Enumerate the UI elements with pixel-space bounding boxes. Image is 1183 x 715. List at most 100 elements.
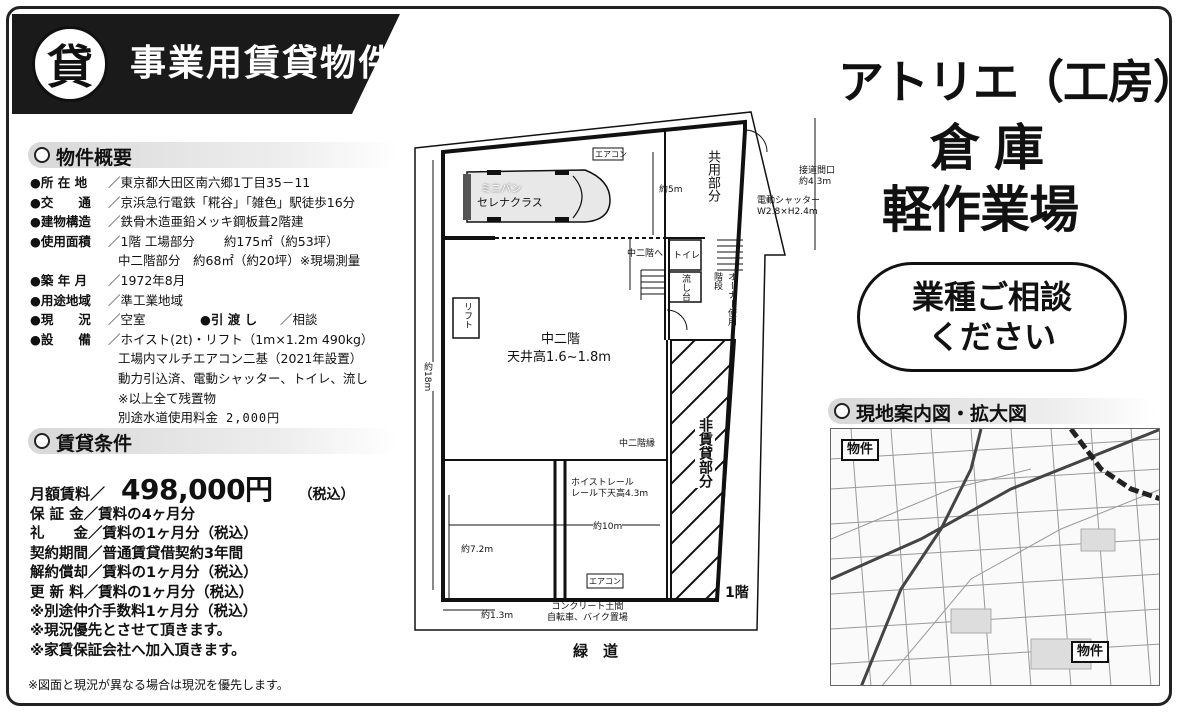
floor-plan: エアコン ミニバン セレナクラス 共用部分 約5m 電動シャッター W2.8×H…: [405, 100, 845, 660]
map-heading-text: 現地案内図・拡大図: [856, 403, 1028, 425]
overview-row-key: ●建物構造: [30, 214, 91, 230]
overview-row-key: ●用途地域: [30, 292, 91, 308]
non-lease-label: 非賃貸部分: [695, 418, 715, 488]
sink-label: 流し台: [680, 274, 690, 301]
overview-row-value: ／東京都大田区南六郷1丁目35－11: [108, 175, 311, 190]
overview-row-value: ／ホイスト(2t)・リフト（1m×1.2m 490kg）: [108, 331, 374, 347]
location-map: 物件 物件: [830, 428, 1160, 686]
overview-row-value: ／準工業地域: [108, 292, 184, 308]
frontage-label: 接道間口 約4.3m: [799, 166, 836, 187]
rent-row: 解約償却／賃料の1ヶ月分（税込）: [30, 565, 258, 582]
bullet-icon: [34, 433, 50, 449]
overview-row: ●交 通 ／京浜急行電鉄「糀谷」「雑色」駅徒歩16分: [30, 193, 410, 213]
rent-row: 更 新 料／賃料の1ヶ月分（税込）: [30, 584, 254, 601]
dim-10m: 約10m: [593, 519, 623, 532]
rent-heading: 賃貸条件: [28, 428, 398, 455]
rent-heading-text: 賃貸条件: [56, 433, 133, 455]
to-mezz-label: 中二階へ: [627, 249, 664, 259]
overview-row-key: ●築 年 月: [30, 272, 88, 288]
overview-row-value: ／空室: [108, 312, 146, 328]
rent-row: 契約期間／普通賃貸借契約3年間: [30, 545, 244, 562]
overview-row-value: ／京浜急行電鉄「糀谷」「雑色」駅徒歩16分: [108, 194, 356, 210]
consult-line-2: ください: [927, 318, 1056, 356]
overview-row-value: 動力引込済、電動シャッター、トイレ、流し: [118, 370, 368, 386]
stairs-label: 階段: [712, 272, 722, 290]
overview-row-key-2: ●引 渡 し: [200, 312, 258, 328]
bullet-icon: [834, 403, 850, 419]
overview-row-key: ●所 在 地: [30, 175, 88, 190]
overview-row-value: ／1972年8月: [108, 272, 186, 288]
rent-row: ※現況優先とさせて頂きます。: [30, 623, 232, 640]
overview-row: 中二階部分 約68㎡（約20坪）※現場測量: [30, 251, 410, 271]
overview-row-key: ●設 備: [30, 331, 91, 347]
title-atelier: アトリエ（工房）: [838, 55, 1183, 109]
overview-row-key: ●交 通: [30, 194, 91, 210]
overview-row: 工場内マルチエアコン二基（2021年設置）: [30, 349, 410, 369]
overview-row-value: ／1階 工場部分 約175㎡（約53坪）: [108, 233, 339, 249]
rent-row: ※別途仲介手数料1ヶ月分（税込）: [30, 604, 258, 621]
header-banner: 貸 事業用賃貸物件: [12, 14, 400, 114]
monthly-rent-label: 月額賃料／: [30, 485, 106, 503]
overview-row-key: ●使用面積: [30, 233, 91, 249]
overview-row-value-2: ／相談: [280, 312, 318, 328]
consult-line-1: 業種ご相談: [911, 278, 1072, 316]
water-fee-value: 2,000円: [226, 411, 281, 426]
aircon-top-label: エアコン: [595, 150, 627, 159]
banner-title: 事業用賃貸物件: [130, 43, 397, 84]
overview-row: 動力引込済、電動シャッター、トイレ、流し: [30, 369, 410, 389]
banner-background: [12, 14, 400, 114]
overview-row: ●設 備 ／ホイスト(2t)・リフト（1m×1.2m 490kg）: [30, 330, 410, 350]
rent-badge: 貸: [32, 26, 108, 102]
van-label-2: セレナクラス: [477, 196, 543, 209]
rent-terms: 月額賃料／ 498,000円 （税込） 保 証 金／賃料の4ヶ月分礼 金／賃料の…: [30, 468, 410, 661]
property-pin-1: 物件: [841, 439, 880, 461]
overview-row: ●現 況 ／空室 ●引 渡 し ／相談: [30, 310, 410, 330]
concrete-label: コンクリート土間 自転車、バイク置場: [547, 602, 628, 623]
overview-row: ●建物構造 ／鉄骨木造亜鉛メッキ鋼板葺2階建: [30, 212, 410, 232]
overview-row-key: ●現 況: [30, 312, 91, 328]
aircon-bottom-label: エアコン: [589, 577, 621, 586]
overview-row: ●用途地域 ／準工業地域: [30, 291, 410, 311]
van-label-1: ミニバン: [481, 184, 522, 195]
road-label: 緑 道: [573, 642, 619, 660]
title-workshop: 軽作業場: [882, 181, 1079, 239]
overview-row: ●使用面積 ／1階 工場部分 約175㎡（約53坪）: [30, 232, 410, 252]
floor1-label: 1階: [725, 585, 749, 601]
monthly-rent-tax: （税込）: [298, 487, 355, 503]
dim-1-3m: 約1.3m: [481, 611, 514, 621]
dim-5m: 約5m: [659, 185, 683, 195]
map-heading: 現地案内図・拡大図: [828, 398, 1156, 425]
page-frame: [6, 6, 1172, 706]
owner-use-label: オーナー使用: [726, 272, 736, 326]
overview-row: ※以上全て残置物: [30, 389, 410, 409]
shared-area-label: 共用部分: [705, 150, 720, 202]
dim-7-2m: 約7.2m: [461, 545, 494, 555]
shutter-label: 電動シャッター W2.8×H2.4m: [757, 196, 821, 217]
overview-list: ●所 在 地 ／東京都大田区南六郷1丁目35－11 ●交 通 ／京浜急行電鉄「糀谷」「…: [30, 173, 410, 428]
mezz-edge-label: 中二階縁: [619, 439, 656, 449]
overview-row-value: ／鉄骨木造亜鉛メッキ鋼板葺2階建: [108, 214, 304, 230]
ceiling-label: 天井高1.6~1.8m: [507, 350, 611, 365]
footnote: ※図面と現況が異なる場合は現況を優先します。: [28, 678, 289, 692]
overview-row: ●築 年 月 ／1972年8月: [30, 271, 410, 291]
overview-row-value: 別途水道使用料金: [118, 410, 219, 426]
floor-plan-drawing: [414, 111, 816, 631]
overview-row: 別途水道使用料金 2,000円: [30, 408, 410, 428]
rent-row: 礼 金／賃料の1ヶ月分（税込）: [30, 526, 258, 543]
hoist-label: ホイストレール レール下天高4.3m: [571, 478, 649, 499]
bullet-icon: [34, 147, 50, 163]
lift-label: リフト: [462, 302, 472, 329]
rent-row: 保 証 金／賃料の4ヶ月分: [30, 507, 196, 523]
dim-18m: 約18m: [421, 362, 434, 392]
map-drawing: [831, 429, 1159, 685]
overview-row-value: ※以上全て残置物: [118, 390, 216, 406]
rent-row: ※家賃保証会社へ加入頂きます。: [30, 642, 246, 659]
overview-row-value: 中二階部分 約68㎡（約20坪）※現場測量: [118, 253, 361, 269]
overview-heading-text: 物件概要: [56, 147, 133, 169]
property-pin-2: 物件: [1071, 641, 1110, 663]
overview-heading: 物件概要: [28, 142, 398, 169]
title-warehouse: 倉庫: [930, 119, 1058, 177]
toilet-label: トイレ: [673, 251, 701, 261]
rent-rows: 保 証 金／賃料の4ヶ月分礼 金／賃料の1ヶ月分（税込） 契約期間／普通賃貸借契約…: [30, 506, 410, 661]
overview-row-value: 工場内マルチエアコン二基（2021年設置）: [118, 351, 363, 367]
